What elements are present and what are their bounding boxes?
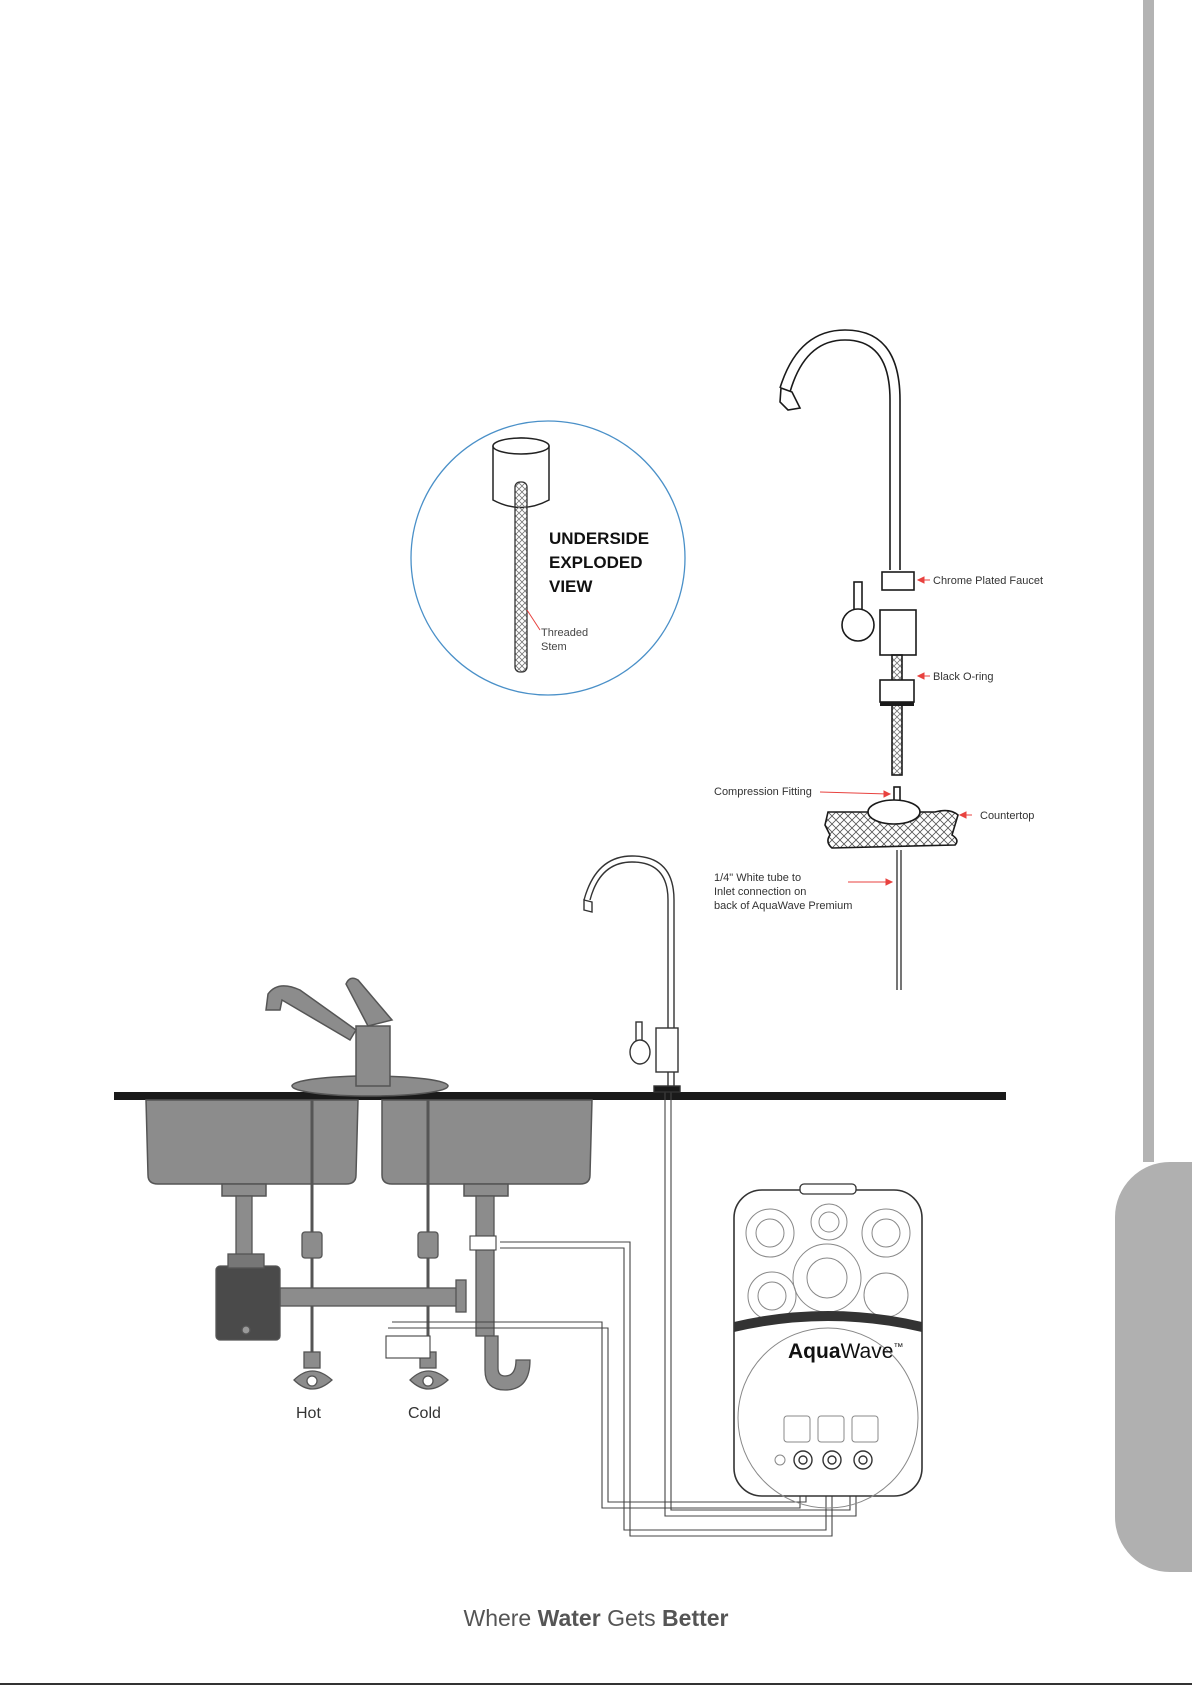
exploded-view-circle: UNDERSIDE EXPLODED VIEW Threaded Stem <box>411 421 685 695</box>
stem-label-line2: Stem <box>541 641 567 653</box>
label-cold: Cold <box>408 1405 441 1422</box>
footer-word-3: Gets <box>607 1605 656 1631</box>
kitchen-faucet <box>266 978 448 1096</box>
exploded-title-line1: UNDERSIDE <box>549 529 649 548</box>
label-tube-line2: Inlet connection on <box>714 886 806 898</box>
logo-wave: Wave <box>841 1340 894 1363</box>
double-sink <box>146 1100 592 1196</box>
footer-word-2: Water <box>538 1605 601 1631</box>
drain-pipes <box>216 1196 530 1390</box>
stem-label-line1: Threaded <box>541 627 588 639</box>
filter-faucet <box>584 856 680 1092</box>
label-tube-line1: 1/4" White tube to <box>714 872 801 884</box>
aquawave-logo: AquaWave™ <box>788 1340 903 1363</box>
label-o-ring: Black O-ring <box>933 671 994 683</box>
label-tube-line3: back of AquaWave Premium <box>714 900 852 912</box>
footer-word-4: Better <box>662 1605 728 1631</box>
countertop-bar <box>114 1092 1006 1100</box>
exploded-title-line2: EXPLODED <box>549 553 643 572</box>
aquawave-unit: AquaWave™ <box>734 1184 922 1508</box>
logo-aqua: Aqua <box>788 1340 841 1363</box>
footer-word-1: Where <box>463 1605 531 1631</box>
footer-tagline: Where Water Gets Better <box>0 1605 1192 1632</box>
label-hot: Hot <box>296 1405 321 1422</box>
exploded-title-line3: VIEW <box>549 577 593 596</box>
label-countertop: Countertop <box>980 810 1034 822</box>
logo-tm: ™ <box>893 1342 903 1353</box>
label-chrome-faucet: Chrome Plated Faucet <box>933 575 1043 587</box>
exploded-faucet <box>780 330 958 990</box>
label-compression-fitting: Compression Fitting <box>714 786 812 798</box>
